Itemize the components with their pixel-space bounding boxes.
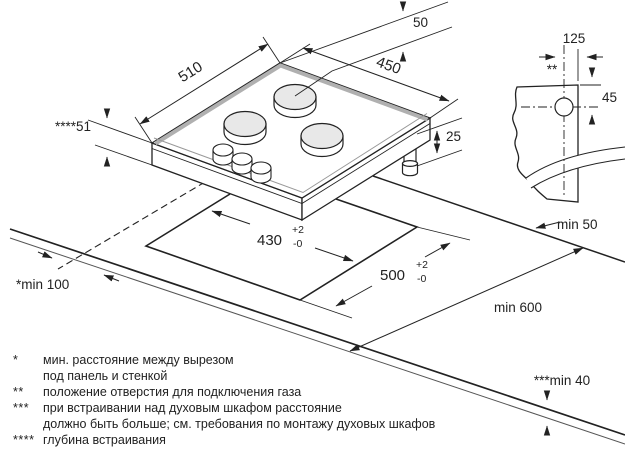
dim-25-tick-bottom — [416, 149, 463, 167]
cutout-dimensions — [37, 210, 584, 436]
gas-pipe-fitting-top — [401, 160, 419, 168]
dim-430-arrow-right — [314, 247, 354, 262]
dim-430-tol-bot: -0 — [293, 238, 302, 250]
footnote-4: **** глубина встраивания — [13, 432, 573, 448]
hob-body-step-line — [151, 123, 431, 204]
footnotes: * мин. расстояние между вырезом под пане… — [13, 352, 573, 448]
dim-500-tol-top: +2 — [416, 259, 428, 271]
detail-break-band — [526, 147, 625, 188]
dim-510-ext-right — [262, 36, 281, 64]
knob-1 — [212, 143, 234, 166]
dim-min600-label: min 600 — [494, 300, 542, 315]
dim-min40-label: ***min 40 — [534, 373, 590, 388]
dim-125-label: 125 — [563, 31, 586, 46]
dim-450-line — [302, 47, 450, 102]
cutout-hidden-edge-dashed — [57, 181, 206, 270]
countertop-front-edge — [9, 228, 625, 436]
dim-50-ext-burner-center — [294, 26, 453, 97]
footnote-3-line-1: при встраивании над духовым шкафом расст… — [43, 401, 342, 415]
footnote-3-line-2: должно быть больше; см. требования по мо… — [43, 417, 436, 431]
dim-500-label: 500 — [380, 267, 405, 284]
detail-break-arc-top — [525, 146, 625, 179]
dim-430-arrow-left — [211, 210, 251, 225]
footnote-1: * мин. расстояние между вырезом под пане… — [13, 352, 573, 384]
dim-500-tol-bot: -0 — [417, 273, 426, 285]
dim-min100-arrow-left — [37, 251, 53, 259]
countertop-back-edge — [372, 175, 625, 263]
burner-rear — [273, 83, 317, 119]
dim-500-arrow-up — [424, 242, 451, 258]
dim-45-label: 45 — [602, 90, 617, 105]
dim-51-ext-top — [87, 119, 153, 144]
footnote-3-text: при встраивании над духовым шкафом расст… — [43, 400, 435, 432]
dim-min100-label: *min 100 — [16, 277, 69, 292]
knob-3 — [250, 161, 272, 184]
burner-front — [300, 122, 344, 158]
detail-footnote-marker: ** — [547, 62, 558, 77]
cutout-extension-right — [416, 226, 471, 241]
dim-50-label: 50 — [413, 15, 428, 30]
dim-min50-leader — [535, 221, 561, 229]
footnote-2: ** положение отверстия для подключения г… — [13, 384, 573, 400]
dim-500-arrow-down — [335, 285, 373, 307]
burner-left — [223, 110, 267, 146]
detail-break-arc-bottom — [530, 158, 625, 189]
dim-51-ext-bottom — [94, 144, 153, 166]
footnote-1-marker: * — [13, 353, 19, 367]
hob-glass-rim-line — [153, 113, 428, 194]
countertop — [9, 175, 625, 445]
dim-min50-label: min 50 — [557, 217, 598, 232]
footnote-2-line-1: положение отверстия для подключения газа — [43, 385, 302, 399]
dim-450-label: 450 — [374, 54, 403, 79]
dim-450-ext-left — [279, 43, 311, 64]
dim-510-ext-left — [134, 116, 153, 144]
footnote-4-text: глубина встраивания — [43, 432, 166, 448]
dim-510-line — [139, 43, 269, 125]
footnote-3: *** при встраивании над духовым шкафом р… — [13, 400, 573, 432]
dim-50-ext-back-edge — [279, 1, 449, 64]
footnote-3-marker: *** — [13, 401, 30, 415]
dim-min100-arrow-right — [103, 274, 120, 282]
gas-hole-detail-view — [512, 45, 625, 203]
footnote-4-marker: **** — [13, 433, 35, 447]
dim-25-label: 25 — [446, 129, 461, 144]
footnote-1-text: мин. расстояние между вырезом под панель… — [43, 352, 234, 384]
dim-510-label: 510 — [175, 58, 205, 86]
cutout-extension-front — [299, 299, 353, 319]
gas-hole — [554, 97, 574, 117]
knob-2 — [231, 152, 253, 175]
dim-min600-arrow — [349, 247, 584, 352]
footnote-2-text: положение отверстия для подключения газа — [43, 384, 301, 400]
dim-embed-depth-label: ****51 — [55, 119, 91, 134]
hob-dimensions — [87, 1, 463, 167]
control-knobs — [212, 143, 272, 184]
footnote-1-line-2: под панель и стенкой — [43, 369, 168, 383]
footnote-4-line-1: глубина встраивания — [43, 433, 166, 447]
dim-430-label: 430 — [257, 232, 282, 249]
footnote-1-line-1: мин. расстояние между вырезом — [43, 353, 234, 367]
dim-25-tick-top — [416, 117, 463, 135]
footnote-2-marker: ** — [13, 385, 24, 399]
cutout — [144, 193, 471, 319]
dim-430-tol-top: +2 — [292, 224, 304, 236]
countertop-front-edge-bottom — [9, 237, 625, 445]
dim-450-ext-right — [429, 98, 459, 119]
